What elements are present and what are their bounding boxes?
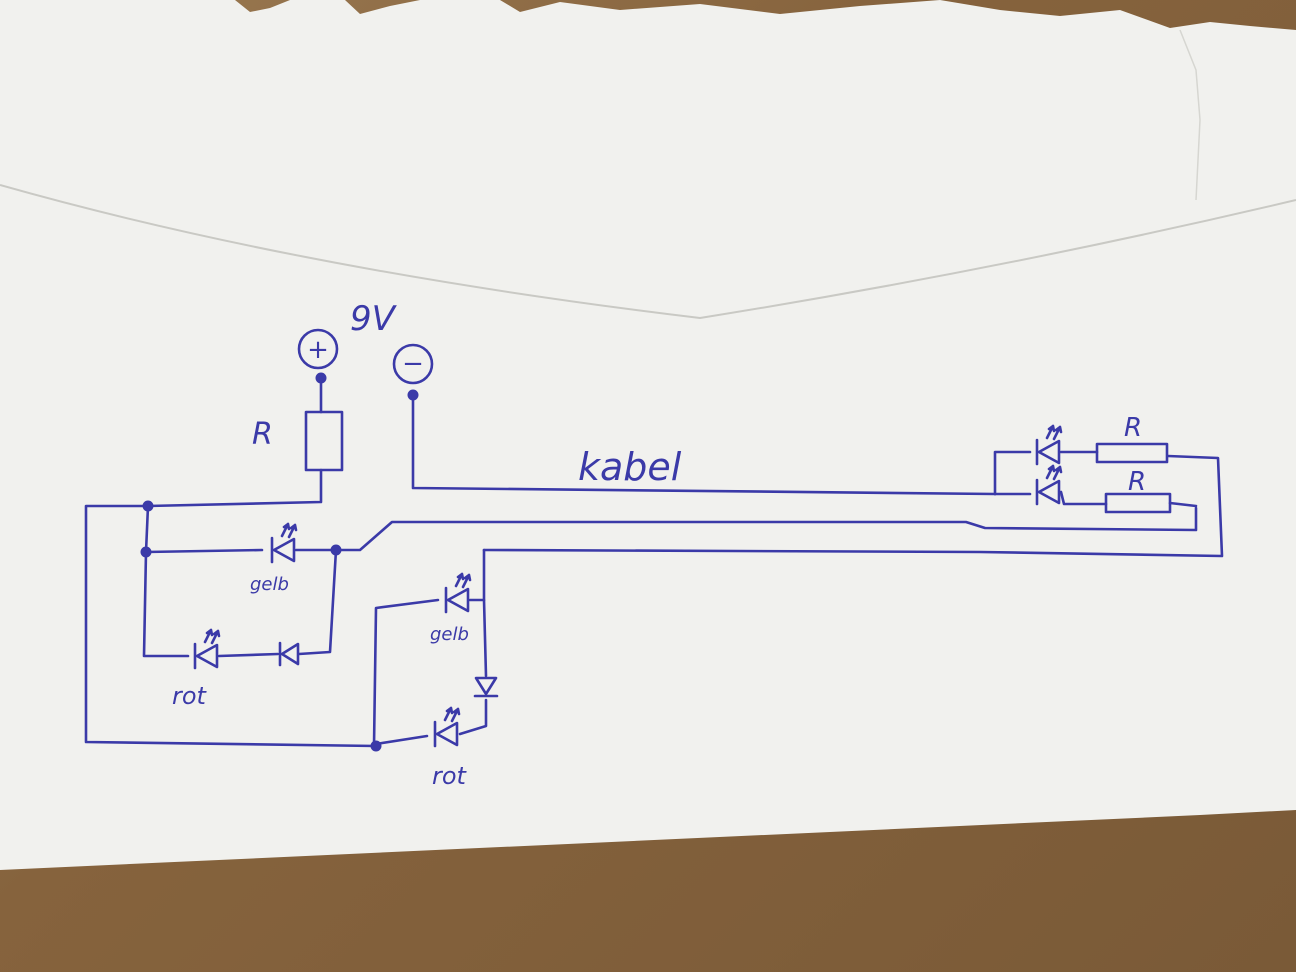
cable-wire-3 [482,454,1224,558]
resistor-right-top [1095,442,1169,464]
led-left-top-label: gelb [250,574,289,595]
led-mid-top-label: gelb [430,624,469,645]
resistor-right-bottom-label: R [1128,467,1146,497]
cable-wire-2 [334,506,1198,552]
resistor-right-top-label: R [1124,413,1142,443]
battery-minus-symbol: − [402,349,424,379]
battery-plus-symbol: + [307,335,329,365]
envelope-edge-fold [1179,29,1201,201]
led-mid-bottom-label: rot [432,762,468,790]
battery-voltage-label: 9V [350,299,398,339]
cable-minus-wire [411,393,997,496]
cable-label: kabel [578,445,682,489]
envelope-paper [0,0,1296,870]
node-mid-bottom [370,740,382,752]
led-left-bottom-label: rot [172,682,208,710]
battery-plus-terminal [297,328,339,370]
battery-minus-terminal [392,343,434,385]
resistor-main [304,410,344,472]
envelope-flap-fold [0,184,1296,320]
resistor-main-label: R [252,417,273,452]
left-outer-loop [84,504,378,748]
